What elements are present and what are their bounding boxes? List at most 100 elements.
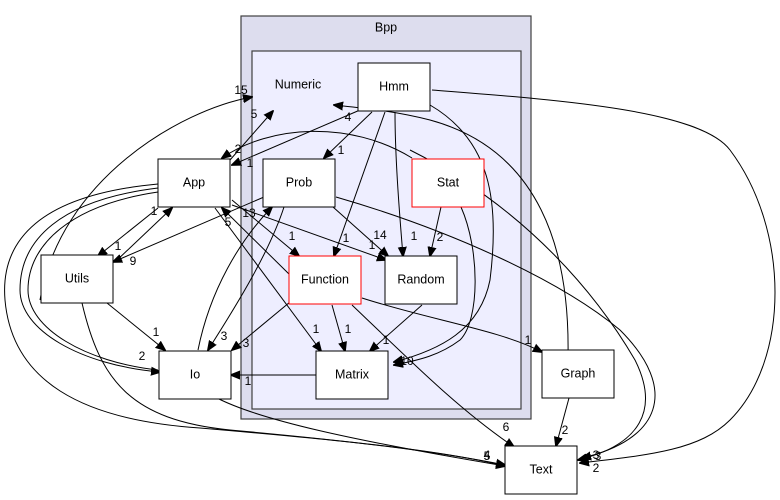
edge-app-io <box>19 187 160 372</box>
edge-label: 1 <box>411 229 418 243</box>
edge-function-io <box>232 301 291 350</box>
edge-label: 5 <box>225 215 232 229</box>
edge-label: 1 <box>289 229 296 243</box>
edge-app-utils <box>98 207 159 256</box>
edge-label: 2 <box>562 423 569 437</box>
edge-label: 9 <box>130 254 137 268</box>
edge-label: 3 <box>221 329 228 343</box>
edge-random-matrix <box>370 304 423 351</box>
edge-hmm-matrix <box>394 104 494 362</box>
edge-label: 1 <box>313 322 320 336</box>
edge-label: 1 <box>245 374 252 388</box>
edge-label: 2 <box>139 349 146 363</box>
node-utils-label: Utils <box>65 271 89 285</box>
node-utils[interactable]: Utils <box>40 254 114 304</box>
edge-function-matrix <box>331 304 345 351</box>
node-app-box <box>157 158 231 208</box>
edge-hmm-function <box>334 111 386 256</box>
edge-label: 1 <box>115 239 122 253</box>
node-graph-label: Graph <box>561 366 596 380</box>
edge-numeric-text <box>409 149 646 460</box>
node-stat[interactable]: Stat <box>411 158 485 208</box>
edge-io-text <box>216 397 505 466</box>
edge-label: 3 <box>243 336 250 350</box>
edge-label: 1 <box>247 156 254 170</box>
node-prob-label: Prob <box>286 175 312 189</box>
node-matrix-label: Matrix <box>335 367 370 381</box>
edge-prob-io <box>208 206 285 350</box>
edge-hmm-prob <box>324 111 373 158</box>
node-function[interactable]: Function <box>288 255 362 305</box>
edge-label: 1 <box>345 322 352 336</box>
node-prob-box <box>262 158 336 208</box>
node-io-label: Io <box>190 367 200 381</box>
edge-label: 2 <box>593 461 600 475</box>
node-text-box <box>504 445 578 495</box>
node-io-box <box>158 350 232 400</box>
edge-function-app <box>222 208 291 276</box>
node-graph[interactable]: Graph <box>541 349 615 399</box>
edge-label: 1 <box>383 333 390 347</box>
edge-app-numeric <box>229 111 273 161</box>
edge-label: 14 <box>373 228 387 242</box>
edge-utils-app <box>114 208 172 263</box>
edge-stat-matrix <box>394 206 476 365</box>
edge-label: 2 <box>437 230 444 244</box>
node-hmm-box <box>357 62 431 112</box>
edge-label: 1 <box>153 325 160 339</box>
edge-label: 1 <box>151 204 158 218</box>
node-app-label: App <box>183 175 205 189</box>
edge-app-matrix <box>214 207 321 351</box>
edge-label: 1 <box>338 143 345 157</box>
edge-label: 1 <box>525 333 532 347</box>
node-stat-label: Stat <box>437 175 460 189</box>
edge-function-text <box>351 304 514 447</box>
node-hmm-label: Hmm <box>379 79 409 93</box>
edge-label: 5 <box>251 107 258 121</box>
node-function-box <box>288 255 362 305</box>
node-stat-box <box>411 158 485 208</box>
edge-label: 15 <box>234 83 248 97</box>
edge-hmm-random <box>394 111 403 256</box>
edge-label: 4 <box>345 110 352 124</box>
node-function-label: Function <box>301 272 349 286</box>
edge-utils-text <box>81 302 505 465</box>
edge-stat-app <box>222 130 413 158</box>
edge-function-graph <box>361 297 542 352</box>
edge-graph-text <box>556 397 570 446</box>
cluster-bpp-label: Bpp <box>375 20 397 34</box>
node-prob[interactable]: Prob <box>262 158 336 208</box>
edge-label: 1 <box>343 231 350 245</box>
edge-stat-random <box>430 206 442 256</box>
edge-app-io-parallel <box>27 191 159 371</box>
node-matrix[interactable]: Matrix <box>315 350 389 400</box>
node-graph-box <box>541 349 615 399</box>
node-matrix-box <box>315 350 389 400</box>
edge-label: 5 <box>484 449 491 463</box>
node-text[interactable]: Text <box>504 445 578 495</box>
node-text-label: Text <box>530 462 553 476</box>
node-utils-box <box>40 254 114 304</box>
node-app[interactable]: App <box>157 158 231 208</box>
edge-hmm-text <box>431 89 776 463</box>
edge-label: 4 <box>484 448 491 462</box>
edge-prob-random <box>332 206 388 256</box>
cluster-numeric-label: Numeric <box>275 77 322 91</box>
node-random-label: Random <box>397 272 444 286</box>
edge-prob-text <box>335 196 656 458</box>
edge-label: 1 <box>369 238 376 252</box>
node-io[interactable]: Io <box>158 350 232 400</box>
edge-utils-io <box>106 302 165 350</box>
node-random[interactable]: Random <box>384 255 458 305</box>
edge-io-prob <box>197 207 272 351</box>
edge-label: 3 <box>595 449 602 463</box>
edge-label: 6 <box>503 420 510 434</box>
edge-label: 3 <box>593 448 600 462</box>
node-random-box <box>384 255 458 305</box>
edge-hmm-app <box>232 109 361 165</box>
edge-app-random <box>231 204 386 260</box>
edge-label: 2 <box>235 142 242 156</box>
edges: 15 5 1 2 4 1 1 1 10 2 2 14 <box>4 83 776 475</box>
node-hmm[interactable]: Hmm <box>357 62 431 112</box>
